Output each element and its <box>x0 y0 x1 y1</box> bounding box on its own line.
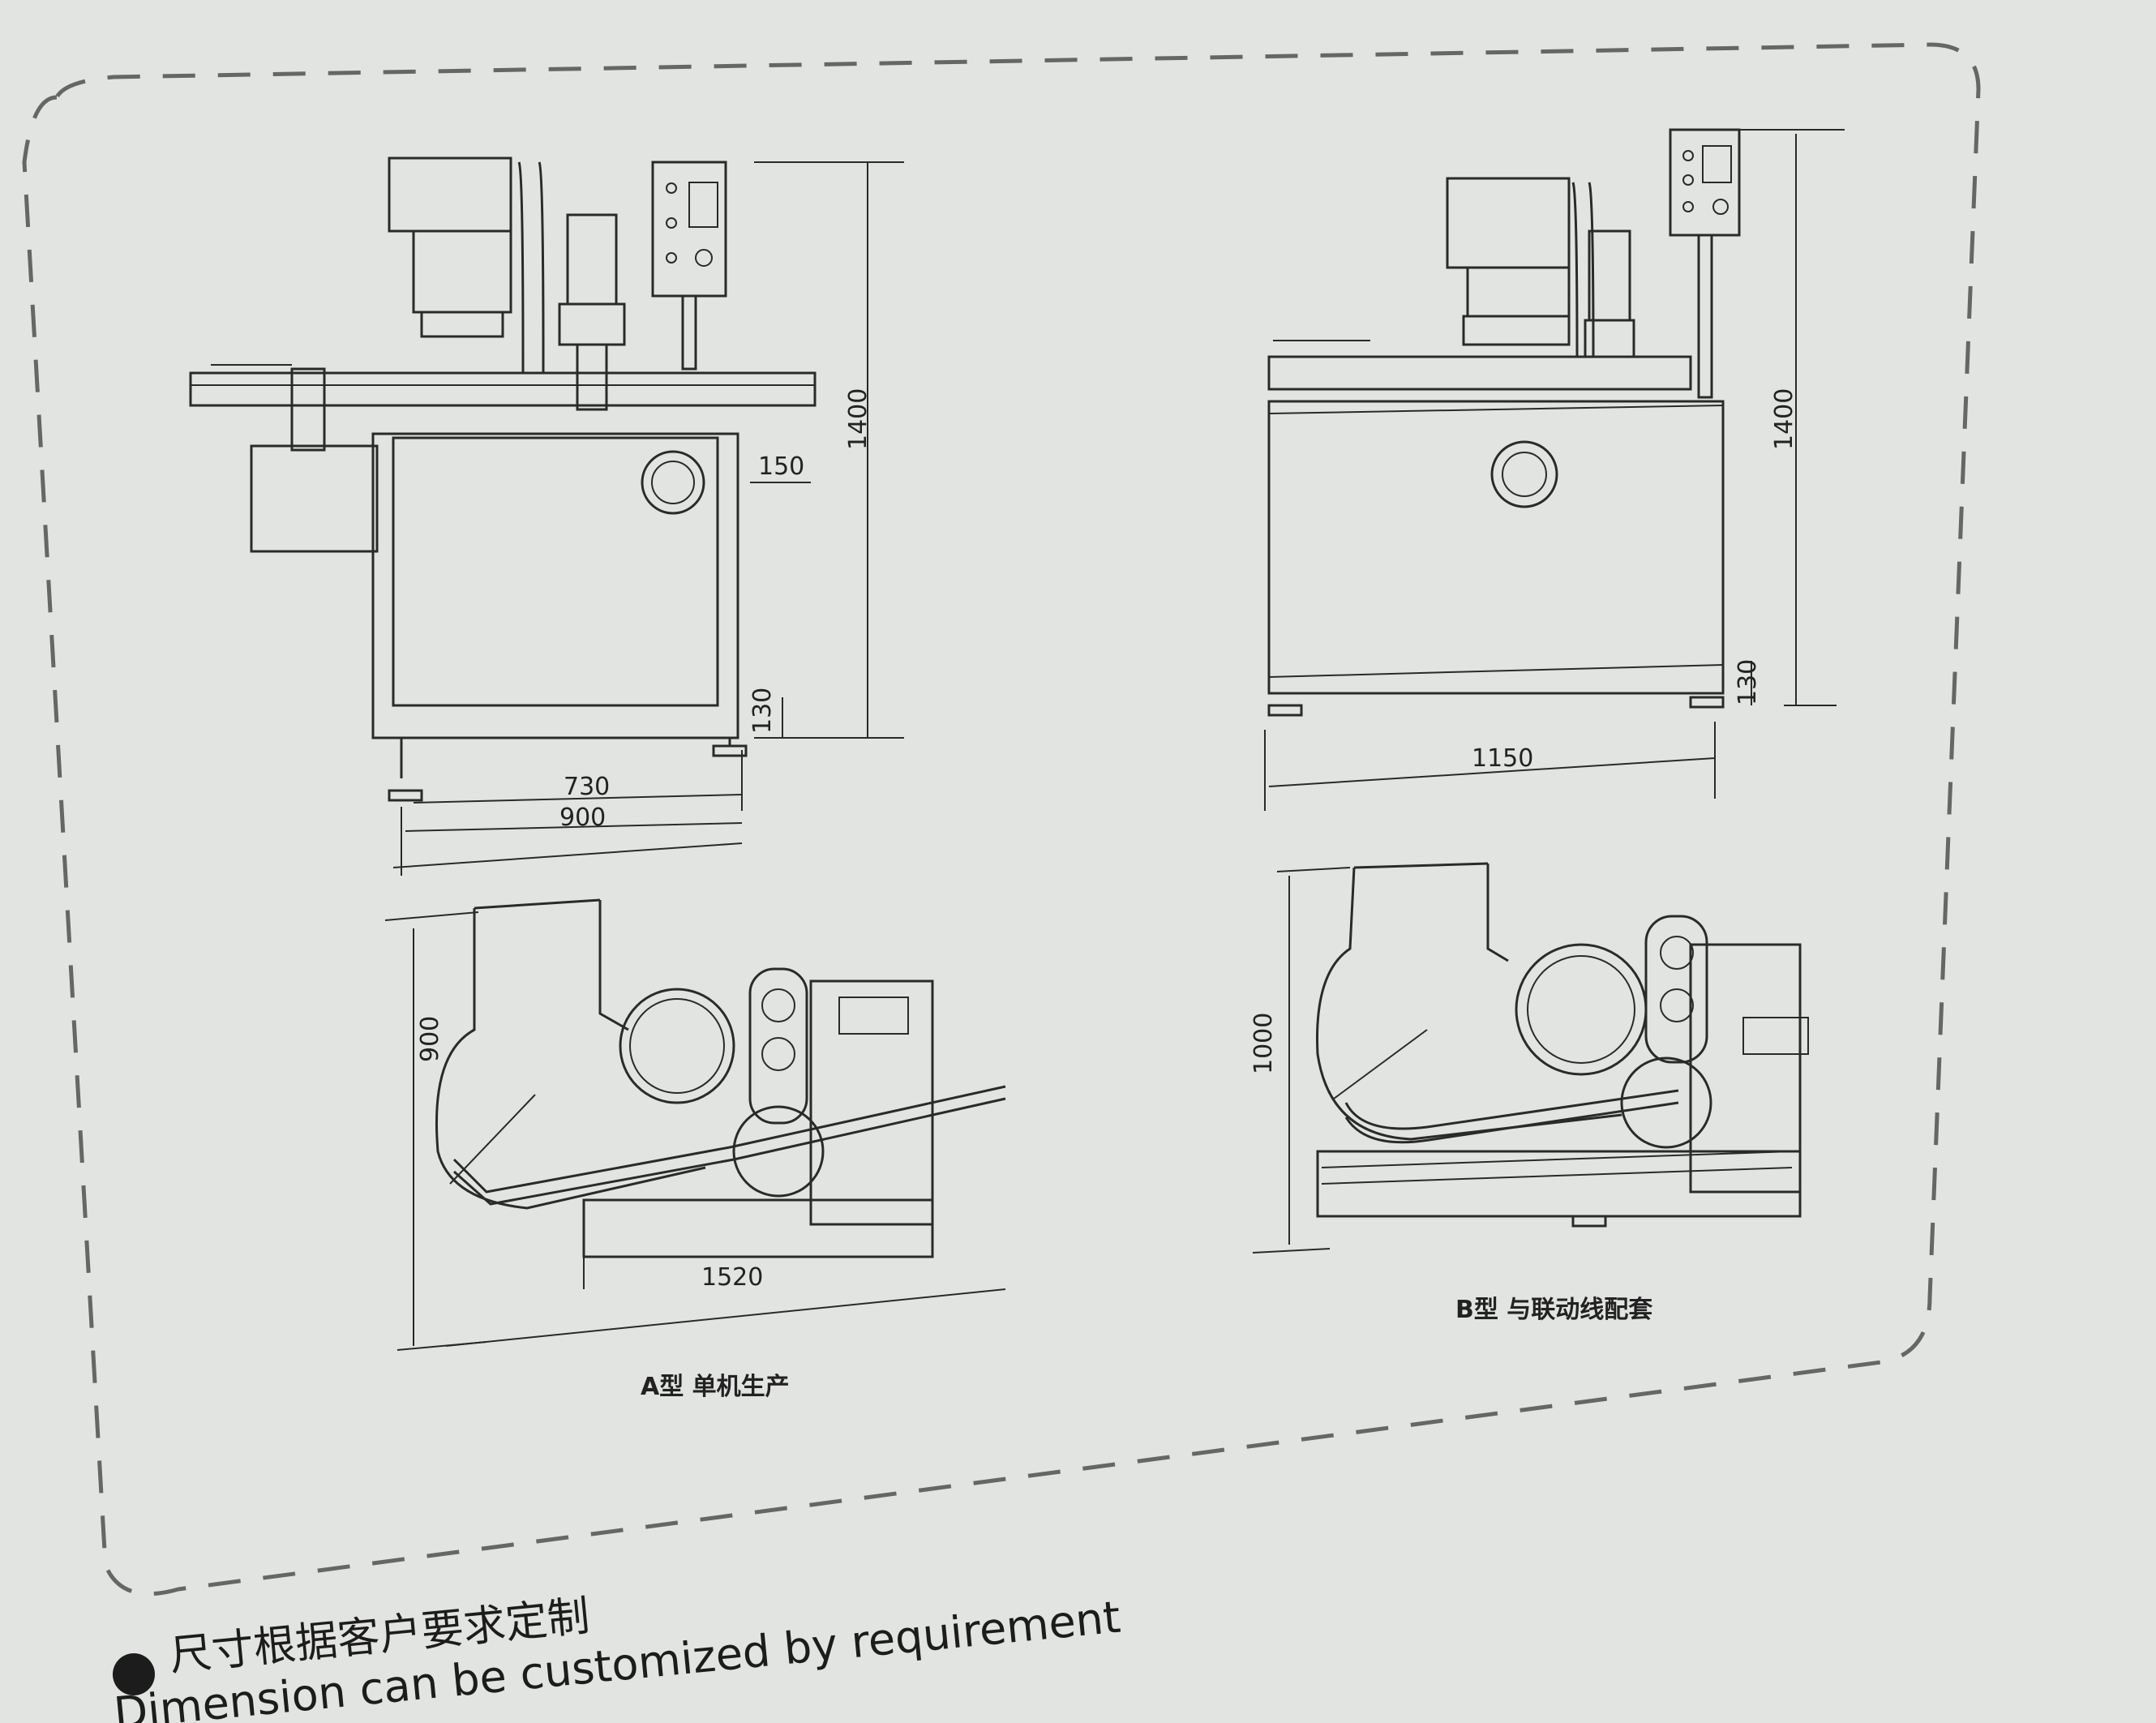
a-dim-offset: 150 <box>758 452 804 481</box>
a-dim-outer-width: 900 <box>559 804 606 832</box>
a-dim-depth: 900 <box>416 1016 444 1062</box>
b-dim-depth: 1000 <box>1249 1013 1278 1074</box>
b-front-view: 1400 130 1150 <box>1264 128 1845 811</box>
b-dim-height: 1400 <box>1770 388 1798 450</box>
dashed-frame <box>22 42 1981 1597</box>
a-dim-length: 1520 <box>701 1263 763 1292</box>
a-top-view: 900 1520 <box>384 898 1006 1351</box>
a-dim-height: 1400 <box>844 388 872 450</box>
a-front-view: 1400 150 130 730 900 <box>189 156 904 876</box>
b-dim-width: 1150 <box>1472 744 1533 773</box>
bullet-icon <box>113 1653 155 1695</box>
caption-b: B型 与联动线配套 <box>1455 1296 1652 1324</box>
a-dim-foot: 130 <box>748 688 777 734</box>
b-dim-foot: 130 <box>1734 659 1762 705</box>
caption-a: A型 单机生产 <box>641 1373 790 1401</box>
b-top-view: 1000 <box>1249 862 1809 1254</box>
a-dim-inner-width: 730 <box>564 773 610 801</box>
